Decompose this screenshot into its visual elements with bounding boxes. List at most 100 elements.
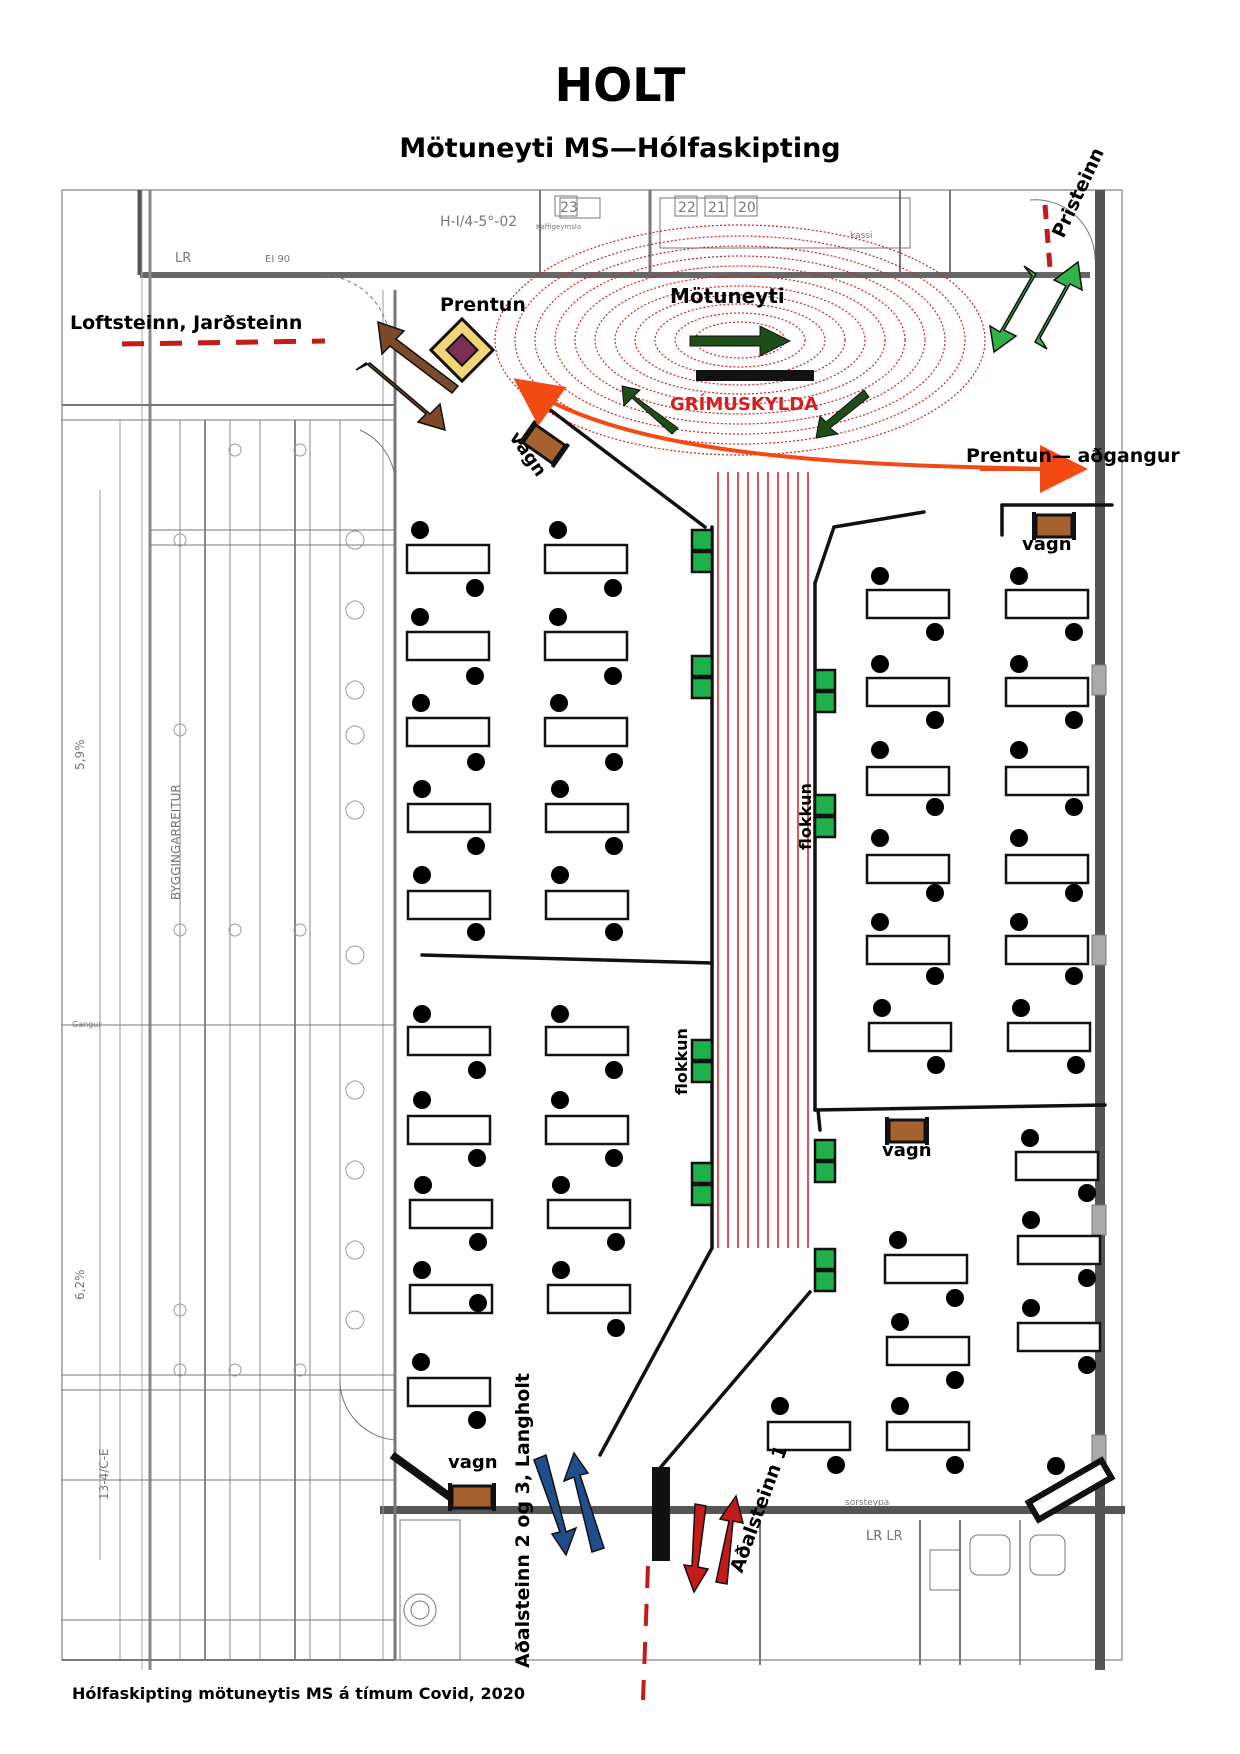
chair-icon: [1010, 829, 1028, 847]
label-flokkun: flokkun: [796, 783, 815, 850]
svg-text:21: 21: [708, 200, 726, 216]
chair-icon: [412, 1353, 430, 1371]
chair-icon: [413, 1261, 431, 1279]
chair-icon: [1022, 1299, 1040, 1317]
chair-icon: [466, 579, 484, 597]
mask-zone-oval: [494, 224, 986, 456]
chair-icon: [549, 608, 567, 626]
chair-icon: [871, 741, 889, 759]
chair-icon: [827, 1456, 845, 1474]
door-leaf: [652, 1467, 670, 1561]
arrow-icon: [989, 260, 1083, 354]
label-grimuskylda: GRÍMUSKYLDA: [670, 394, 819, 415]
chair-icon: [873, 999, 891, 1017]
table-icon: [543, 716, 629, 748]
page-footer: Hólfaskipting mötuneytis MS á tímum Covi…: [72, 1684, 525, 1703]
sorting-station-icon: [690, 528, 714, 574]
table-icon: [544, 1025, 630, 1057]
chair-icon: [891, 1313, 909, 1331]
door-leaf: [1024, 1456, 1116, 1524]
table-icon: [405, 543, 491, 575]
architectural-background: [61, 189, 1125, 1670]
arrow-icon: [621, 325, 870, 439]
table-icon: [544, 802, 630, 834]
table-icon: [1004, 588, 1090, 620]
svg-text:EI 90: EI 90: [265, 254, 290, 265]
chair-icon: [411, 608, 429, 626]
chair-icon: [1067, 1056, 1085, 1074]
svg-text:Kaffigeymsla: Kaffigeymsla: [536, 223, 581, 231]
printer-icon: [428, 316, 496, 384]
label-prentun-adgangur: Prentun— aðgangur: [966, 445, 1180, 467]
svg-text:H-I/4-5°-02: H-I/4-5°-02: [440, 214, 517, 230]
chair-icon: [550, 694, 568, 712]
chair-icon: [1012, 999, 1030, 1017]
table-icon: [1004, 765, 1090, 797]
chair-icon: [604, 667, 622, 685]
chair-icon: [412, 694, 430, 712]
chair-icon: [1065, 711, 1083, 729]
table-icon: [544, 889, 630, 921]
chair-icon: [552, 1261, 570, 1279]
table-icon: [766, 1420, 852, 1452]
table-icon: [408, 1198, 494, 1230]
chair-icon: [946, 1289, 964, 1307]
table-icon: [865, 676, 951, 708]
entrance-path: [641, 1565, 650, 1701]
label-vagn: vagn: [882, 1140, 932, 1161]
svg-text:sorsteypa: sorsteypa: [845, 1498, 889, 1508]
table-icon: [1014, 1150, 1100, 1182]
table-icon: [406, 1114, 492, 1146]
table-icon: [1004, 676, 1090, 708]
chair-icon: [607, 1319, 625, 1337]
tables: [405, 543, 1102, 1452]
chair-icon: [604, 579, 622, 597]
chair-icon: [466, 667, 484, 685]
label-prentun: Prentun: [440, 294, 526, 316]
entrance-path: [121, 338, 326, 347]
architectural-background-text: LR EI 90 LR LR LR H-I/4-5°-02 5,9% 6,2% …: [72, 195, 903, 1544]
chair-icon: [1010, 655, 1028, 673]
chair-icon: [413, 1005, 431, 1023]
chair-icon: [926, 711, 944, 729]
table-icon: [867, 1021, 953, 1053]
table-icon: [406, 1025, 492, 1057]
label-motuneyti: Mötuneyti: [670, 284, 785, 308]
table-icon: [543, 630, 629, 662]
chair-icon: [607, 1233, 625, 1251]
chair-icon: [413, 1091, 431, 1109]
label-vagn: vagn: [1022, 534, 1072, 555]
chair-icon: [926, 798, 944, 816]
table-icon: [405, 716, 491, 748]
chair-icon: [1078, 1184, 1096, 1202]
svg-text:LR LR: LR LR: [866, 1529, 903, 1544]
entrance-path: [1042, 204, 1053, 269]
chair-icon: [926, 967, 944, 985]
chair-icon: [871, 913, 889, 931]
chair-icon: [467, 923, 485, 941]
sorting-station-icon: [813, 793, 837, 839]
table-icon: [406, 889, 492, 921]
chair-icon: [552, 1176, 570, 1194]
table-icon: [405, 630, 491, 662]
svg-text:6,2%: 6,2%: [73, 1270, 87, 1301]
table-icon: [546, 1283, 632, 1315]
chair-icon: [926, 623, 944, 641]
chair-icon: [1047, 1457, 1065, 1475]
table-icon: [1016, 1321, 1102, 1353]
chair-icon: [1022, 1211, 1040, 1229]
chair-icon: [467, 837, 485, 855]
chair-icon: [605, 1149, 623, 1167]
cart-icon: [448, 1483, 496, 1511]
page-title: HOLT: [554, 58, 686, 112]
sorting-station-icon: [690, 1161, 714, 1207]
chair-icon: [1021, 1129, 1039, 1147]
sorting-station-icon: [813, 1247, 837, 1293]
cart-icon: [1032, 512, 1076, 540]
chair-icon: [413, 780, 431, 798]
svg-text:LR: LR: [866, 1529, 882, 1544]
chair-icon: [551, 1005, 569, 1023]
table-icon: [406, 1376, 492, 1408]
chair-icon: [605, 923, 623, 941]
